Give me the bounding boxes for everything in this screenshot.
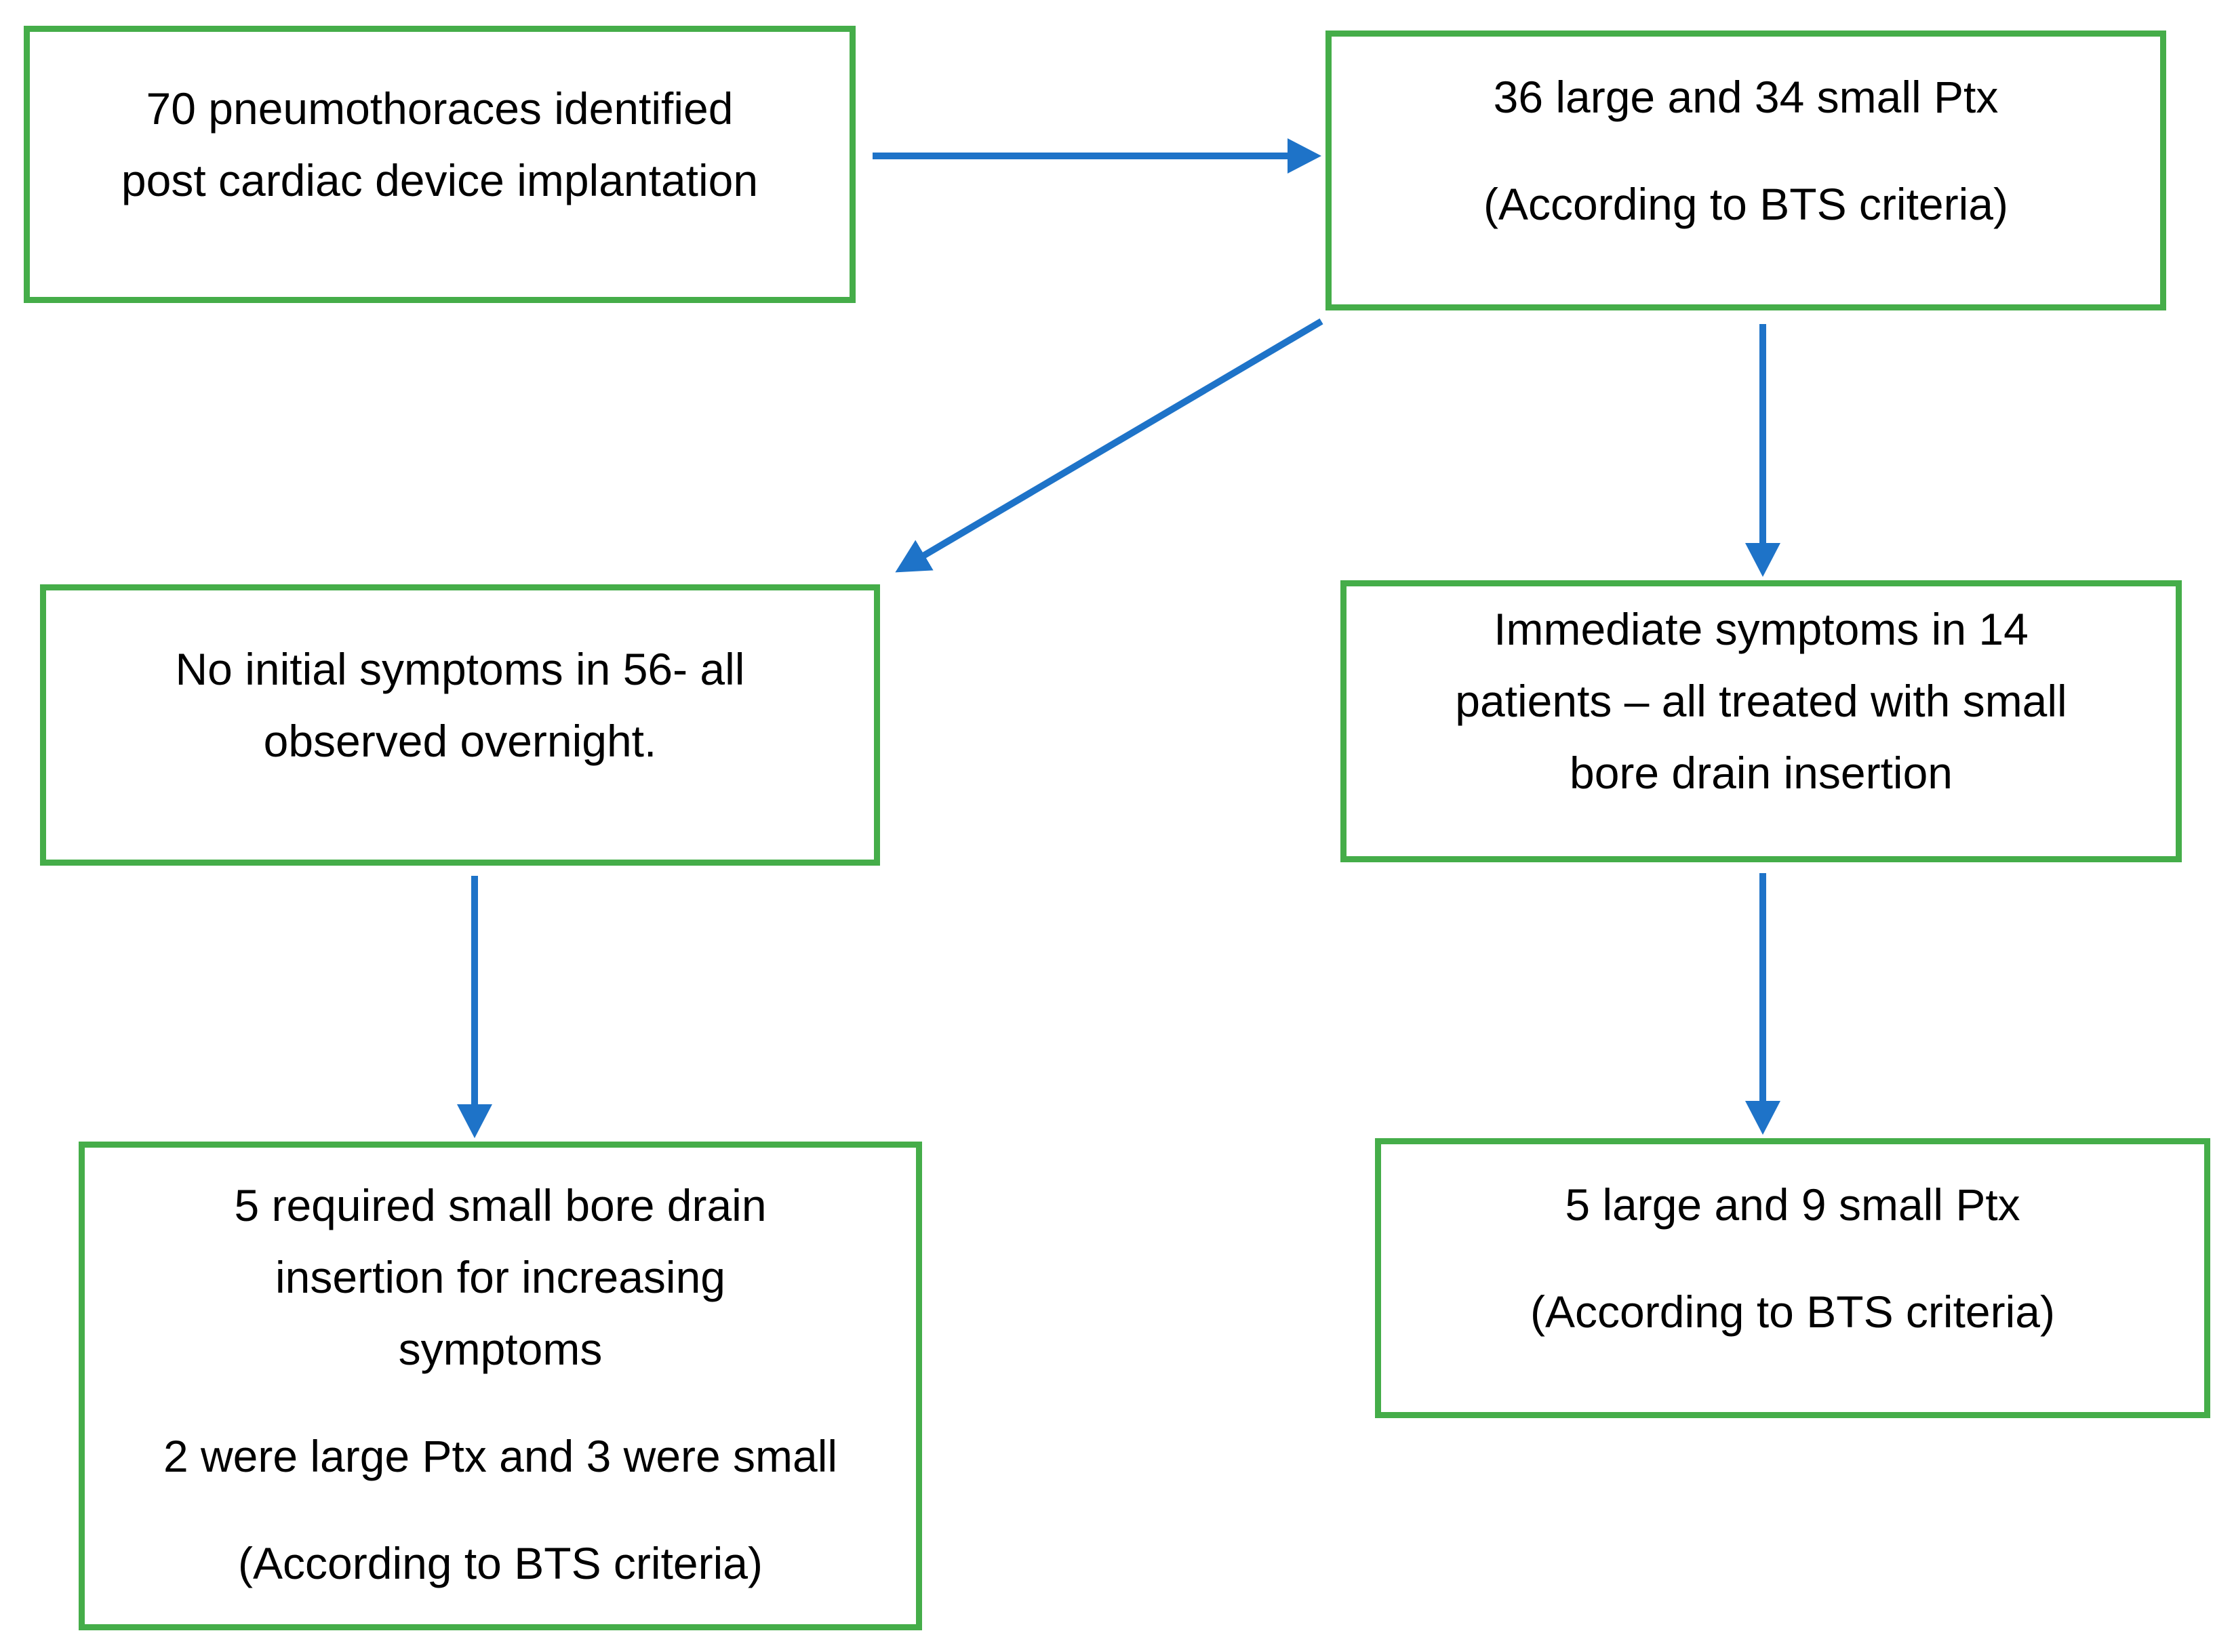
text-line: 2 were large Ptx and 3 were small: [163, 1431, 838, 1481]
box-immediate-symptoms: Immediate symptoms in 14 patients – all …: [1340, 580, 2182, 862]
box-delayed-drain-insertion: 5 required small bore drain insertion fo…: [79, 1142, 922, 1630]
text-line: patients – all treated with small: [1455, 676, 2067, 726]
text-line: observed overnight.: [263, 715, 657, 766]
paragraph: (According to BTS criteria): [1483, 168, 2008, 240]
paragraph: (According to BTS criteria): [238, 1527, 763, 1599]
text-line: insertion for increasing: [275, 1252, 725, 1302]
box-pneumothoraces-identified: 70 pneumothoraces identified post cardia…: [24, 26, 856, 303]
paragraph: No initial symptoms in 56- all observed …: [176, 633, 745, 777]
box-no-initial-symptoms: No initial symptoms in 56- all observed …: [40, 584, 880, 866]
text-line: Immediate symptoms in 14: [1494, 604, 2029, 654]
arrow-classification-to-no-symptoms: [895, 318, 1323, 573]
paragraph: (According to BTS criteria): [1530, 1276, 2055, 1348]
box-bts-classification: 36 large and 34 small Ptx (According to …: [1325, 31, 2166, 310]
paragraph: 2 were large Ptx and 3 were small: [163, 1420, 837, 1492]
paragraph: 70 pneumothoraces identified post cardia…: [121, 73, 758, 216]
box-drain-bts-classification: 5 large and 9 small Ptx (According to BT…: [1375, 1138, 2210, 1418]
text-line: bore drain insertion: [1569, 748, 1953, 798]
text-line: 70 pneumothoraces identified: [146, 83, 734, 134]
text-line: symptoms: [398, 1324, 603, 1374]
text-line: 5 large and 9 small Ptx: [1565, 1179, 2020, 1230]
paragraph: 5 required small bore drain insertion fo…: [234, 1169, 766, 1385]
paragraph: Immediate symptoms in 14 patients – all …: [1455, 593, 2067, 809]
text-line: 36 large and 34 small Ptx: [1493, 71, 1999, 122]
text-line: post cardiac device implantation: [121, 155, 759, 205]
text-line: (According to BTS criteria): [1483, 178, 2008, 229]
text-line: No initial symptoms in 56- all: [175, 643, 745, 694]
text-line: 5 required small bore drain: [234, 1180, 767, 1230]
paragraph: 5 large and 9 small Ptx: [1565, 1169, 2020, 1241]
text-line: (According to BTS criteria): [1530, 1286, 2055, 1337]
text-line: (According to BTS criteria): [238, 1538, 763, 1588]
paragraph: 36 large and 34 small Ptx: [1494, 61, 1999, 133]
